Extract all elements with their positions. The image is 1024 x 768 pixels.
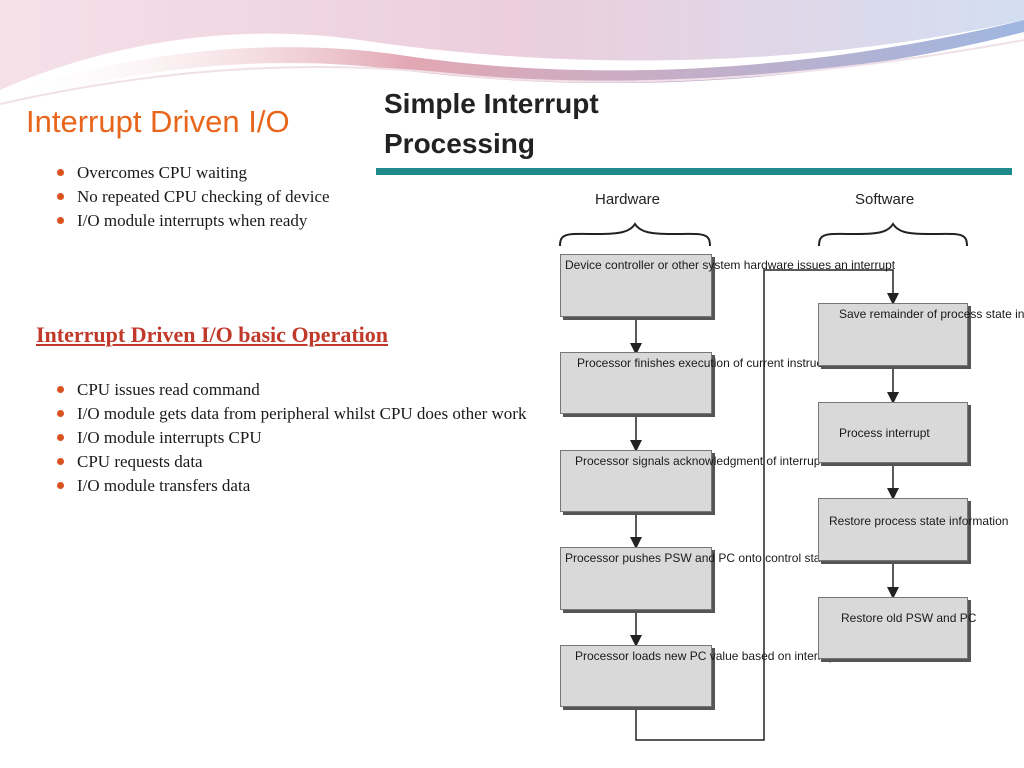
figure-title-line-2: Processing (384, 128, 535, 159)
bullet-dot-icon (57, 482, 64, 489)
hardware-step-2-text: Processor finishes execution of current … (577, 356, 842, 370)
hardware-brace-icon (559, 222, 711, 247)
hardware-step-2: Processor finishes execution of current … (560, 352, 842, 414)
hardware-step-3: Processor signals acknowledgment of inte… (560, 450, 824, 512)
hardware-step-1-text: Device controller or other system hardwa… (565, 258, 896, 272)
bullet-dot-icon (57, 386, 64, 393)
operation-bullet-text: I/O module interrupts CPU (77, 428, 262, 447)
operation-bullet-text: I/O module gets data from peripheral whi… (77, 404, 527, 423)
software-brace-icon (818, 222, 968, 247)
figure-title: Simple Interrupt Processing (384, 84, 599, 164)
operation-subheading: Interrupt Driven I/O basic Operation (36, 322, 388, 347)
hardware-step-5: Processor loads new PC value based on in… (560, 645, 839, 707)
bullet-dot-icon (57, 217, 64, 224)
bullet-dot-icon (57, 434, 64, 441)
hardware-step-3-text: Processor signals acknowledgment of inte… (575, 454, 824, 468)
operation-bullet-text: CPU requests data (77, 452, 203, 471)
software-step-3-text: Restore process state information (829, 514, 1009, 528)
software-step-2: Process interrupt (818, 402, 968, 463)
hardware-column-label: Hardware (595, 191, 661, 208)
hardware-step-5-text: Processor loads new PC value based on in… (575, 649, 839, 663)
bullet-dot-icon (57, 458, 64, 465)
software-step-2-text: Process interrupt (839, 426, 930, 440)
software-column-label: Software (855, 191, 915, 208)
hardware-step-4: Processor pushes PSW and PC onto control… (560, 547, 833, 610)
hardware-step-1: Device controller or other system hardwa… (560, 254, 896, 317)
overview-bullet-text: No repeated CPU checking of device (77, 187, 330, 206)
operation-bullet-list: CPU issues read command I/O module gets … (48, 381, 528, 501)
software-step-3: Restore process state information (818, 498, 1009, 561)
operation-bullet-item: CPU issues read command (48, 381, 528, 398)
software-step-1: Save remainder of process state informat… (818, 303, 1024, 366)
overview-bullet-list: Overcomes CPU waiting No repeated CPU che… (48, 164, 408, 236)
overview-bullet-item: No repeated CPU checking of device (48, 188, 408, 205)
overview-bullet-text: I/O module interrupts when ready (77, 211, 308, 230)
overview-bullet-item: Overcomes CPU waiting (48, 164, 408, 181)
software-step-4-text: Restore old PSW and PC (841, 611, 977, 625)
operation-bullet-item: I/O module transfers data (48, 477, 528, 494)
software-step-4: Restore old PSW and PC (818, 597, 977, 659)
bullet-dot-icon (57, 410, 64, 417)
hardware-step-4-text: Processor pushes PSW and PC onto control… (565, 551, 833, 565)
overview-bullet-text: Overcomes CPU waiting (77, 163, 247, 182)
overview-bullet-item: I/O module interrupts when ready (48, 212, 408, 229)
operation-bullet-text: I/O module transfers data (77, 476, 251, 495)
operation-bullet-item: I/O module interrupts CPU (48, 429, 528, 446)
software-step-1-text: Save remainder of process state informat… (839, 307, 1024, 321)
slide-title: Interrupt Driven I/O (26, 104, 290, 139)
operation-bullet-text: CPU issues read command (77, 380, 260, 399)
operation-bullet-item: I/O module gets data from peripheral whi… (48, 405, 528, 422)
operation-bullet-item: CPU requests data (48, 453, 528, 470)
bullet-dot-icon (57, 169, 64, 176)
figure-title-line-1: Simple Interrupt (384, 88, 599, 119)
bullet-dot-icon (57, 193, 64, 200)
background-swoosh (0, 0, 1024, 108)
title-rule (376, 168, 1012, 175)
